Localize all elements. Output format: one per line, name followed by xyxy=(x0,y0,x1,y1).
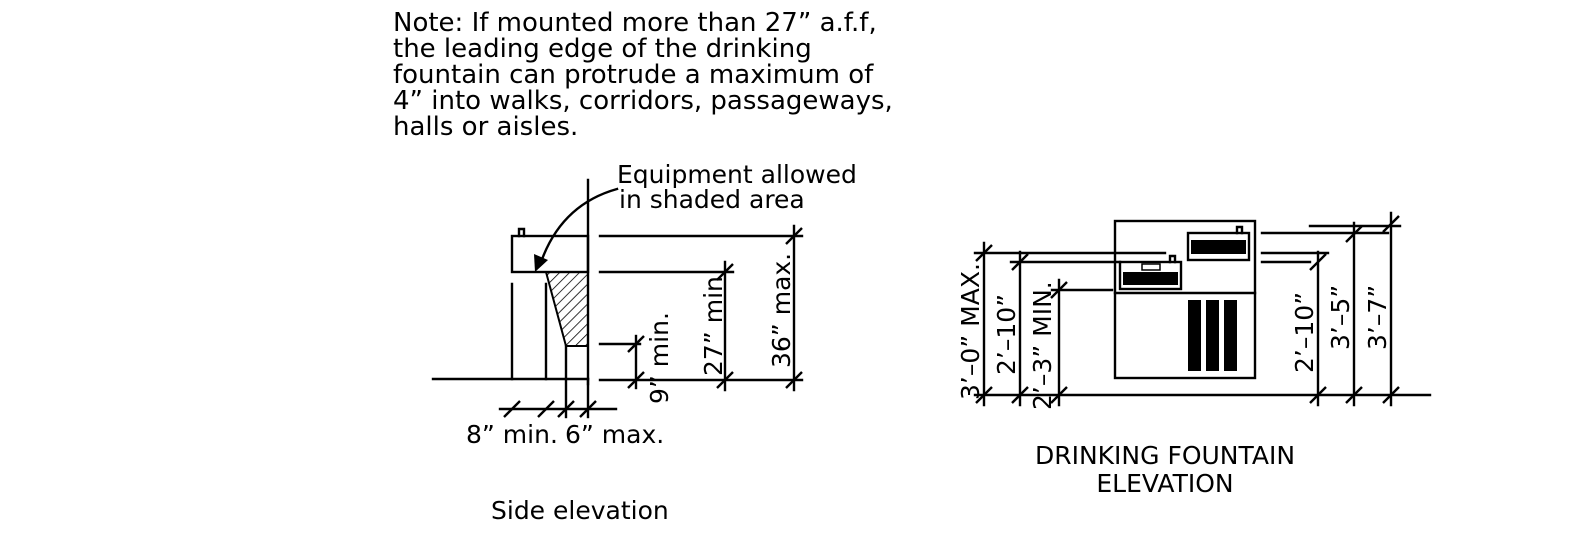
dim-3-7-tick-bot xyxy=(1382,386,1400,404)
dim-6-max: 6” max. xyxy=(565,420,664,449)
note-line-3: fountain can protrude a maximum of xyxy=(393,60,874,90)
side-elevation: Equipment allowed in shaded area 9” min.… xyxy=(431,160,857,525)
dim-3-7-tick-top xyxy=(1382,215,1400,233)
low-bowl xyxy=(1118,260,1183,291)
fountain-elevation: 3’–0” MAX. 2’–10” 2’–3” MIN. 2’–10” 3’–5… xyxy=(956,211,1432,498)
high-bowl xyxy=(1186,231,1251,262)
fountain-cabinet xyxy=(1113,219,1257,380)
dim-36-tick-bot xyxy=(785,371,803,389)
callout-leader xyxy=(538,187,619,267)
low-bowl-basin xyxy=(1123,272,1178,285)
dim-9-min: 9” min. xyxy=(645,312,674,404)
dim-2-10-right: 2’–10” xyxy=(1290,292,1319,373)
dim-2-10-left-tick-top xyxy=(1011,253,1029,271)
callout-arrowhead xyxy=(534,254,548,272)
note-line-5: halls or aisles. xyxy=(393,112,578,142)
dim-36-max: 36” max. xyxy=(767,253,796,368)
fountain-caption-line-1: DRINKING FOUNTAIN xyxy=(1035,441,1295,470)
grille-bar-2 xyxy=(1206,300,1219,371)
dim-8-min: 8” min. xyxy=(466,420,558,449)
dim-9-tick-bot xyxy=(627,371,645,389)
note-block: Note: If mounted more than 27” a.f.f, th… xyxy=(393,8,893,142)
note-line-2: the leading edge of the drinking xyxy=(393,34,812,64)
grille-bar-3 xyxy=(1224,300,1237,371)
equipment-shaded-area xyxy=(544,271,589,347)
dim-horiz-tick-1 xyxy=(503,400,521,418)
low-bowl-spout xyxy=(1168,254,1177,264)
dim-2-10-left-tick-bot xyxy=(1011,386,1029,404)
low-bowl-bubbler xyxy=(1141,263,1161,271)
dim-27-min: 27” min xyxy=(699,276,728,376)
callout-line-1: Equipment allowed xyxy=(617,160,857,189)
note-line-4: 4” into walks, corridors, passageways, xyxy=(393,86,893,116)
dim-3-5: 3’–5” xyxy=(1326,285,1355,350)
dim-3-5-tick-bot xyxy=(1345,386,1363,404)
high-bowl-spout xyxy=(1235,225,1244,235)
dim-2-10-right-tick-bot xyxy=(1309,386,1327,404)
dim-9-tick-top xyxy=(627,335,645,353)
dim-2-3-min: 2’–3” MIN. xyxy=(1028,281,1057,410)
dim-3-7: 3’–7” xyxy=(1363,285,1392,350)
dim-2-10-left: 2’–10” xyxy=(992,294,1021,375)
side-elevation-caption: Side elevation xyxy=(491,496,669,525)
dim-2-3-tick-top xyxy=(1050,281,1068,299)
dim-3-0-tick-bot xyxy=(975,386,993,404)
dim-3-0-tick-top xyxy=(975,244,993,262)
dim-horiz-tick-2 xyxy=(537,400,555,418)
dim-36-tick-top xyxy=(785,227,803,245)
bubbler-spout xyxy=(517,227,526,238)
dim-3-0-max: 3’–0” MAX. xyxy=(956,263,985,400)
high-bowl-basin xyxy=(1191,240,1246,254)
dim-2-10-right-tick-top xyxy=(1309,253,1327,271)
grille-bar-1 xyxy=(1188,300,1201,371)
dim-27-tick-top xyxy=(716,263,734,281)
fountain-caption-line-2: ELEVATION xyxy=(1096,469,1233,498)
dim-27-tick-bot xyxy=(716,371,734,389)
callout-line-2: in shaded area xyxy=(619,185,805,214)
note-line-1: Note: If mounted more than 27” a.f.f, xyxy=(393,8,877,38)
dim-2-3-tick-bot xyxy=(1050,386,1068,404)
dim-3-5-tick-top xyxy=(1345,225,1363,243)
